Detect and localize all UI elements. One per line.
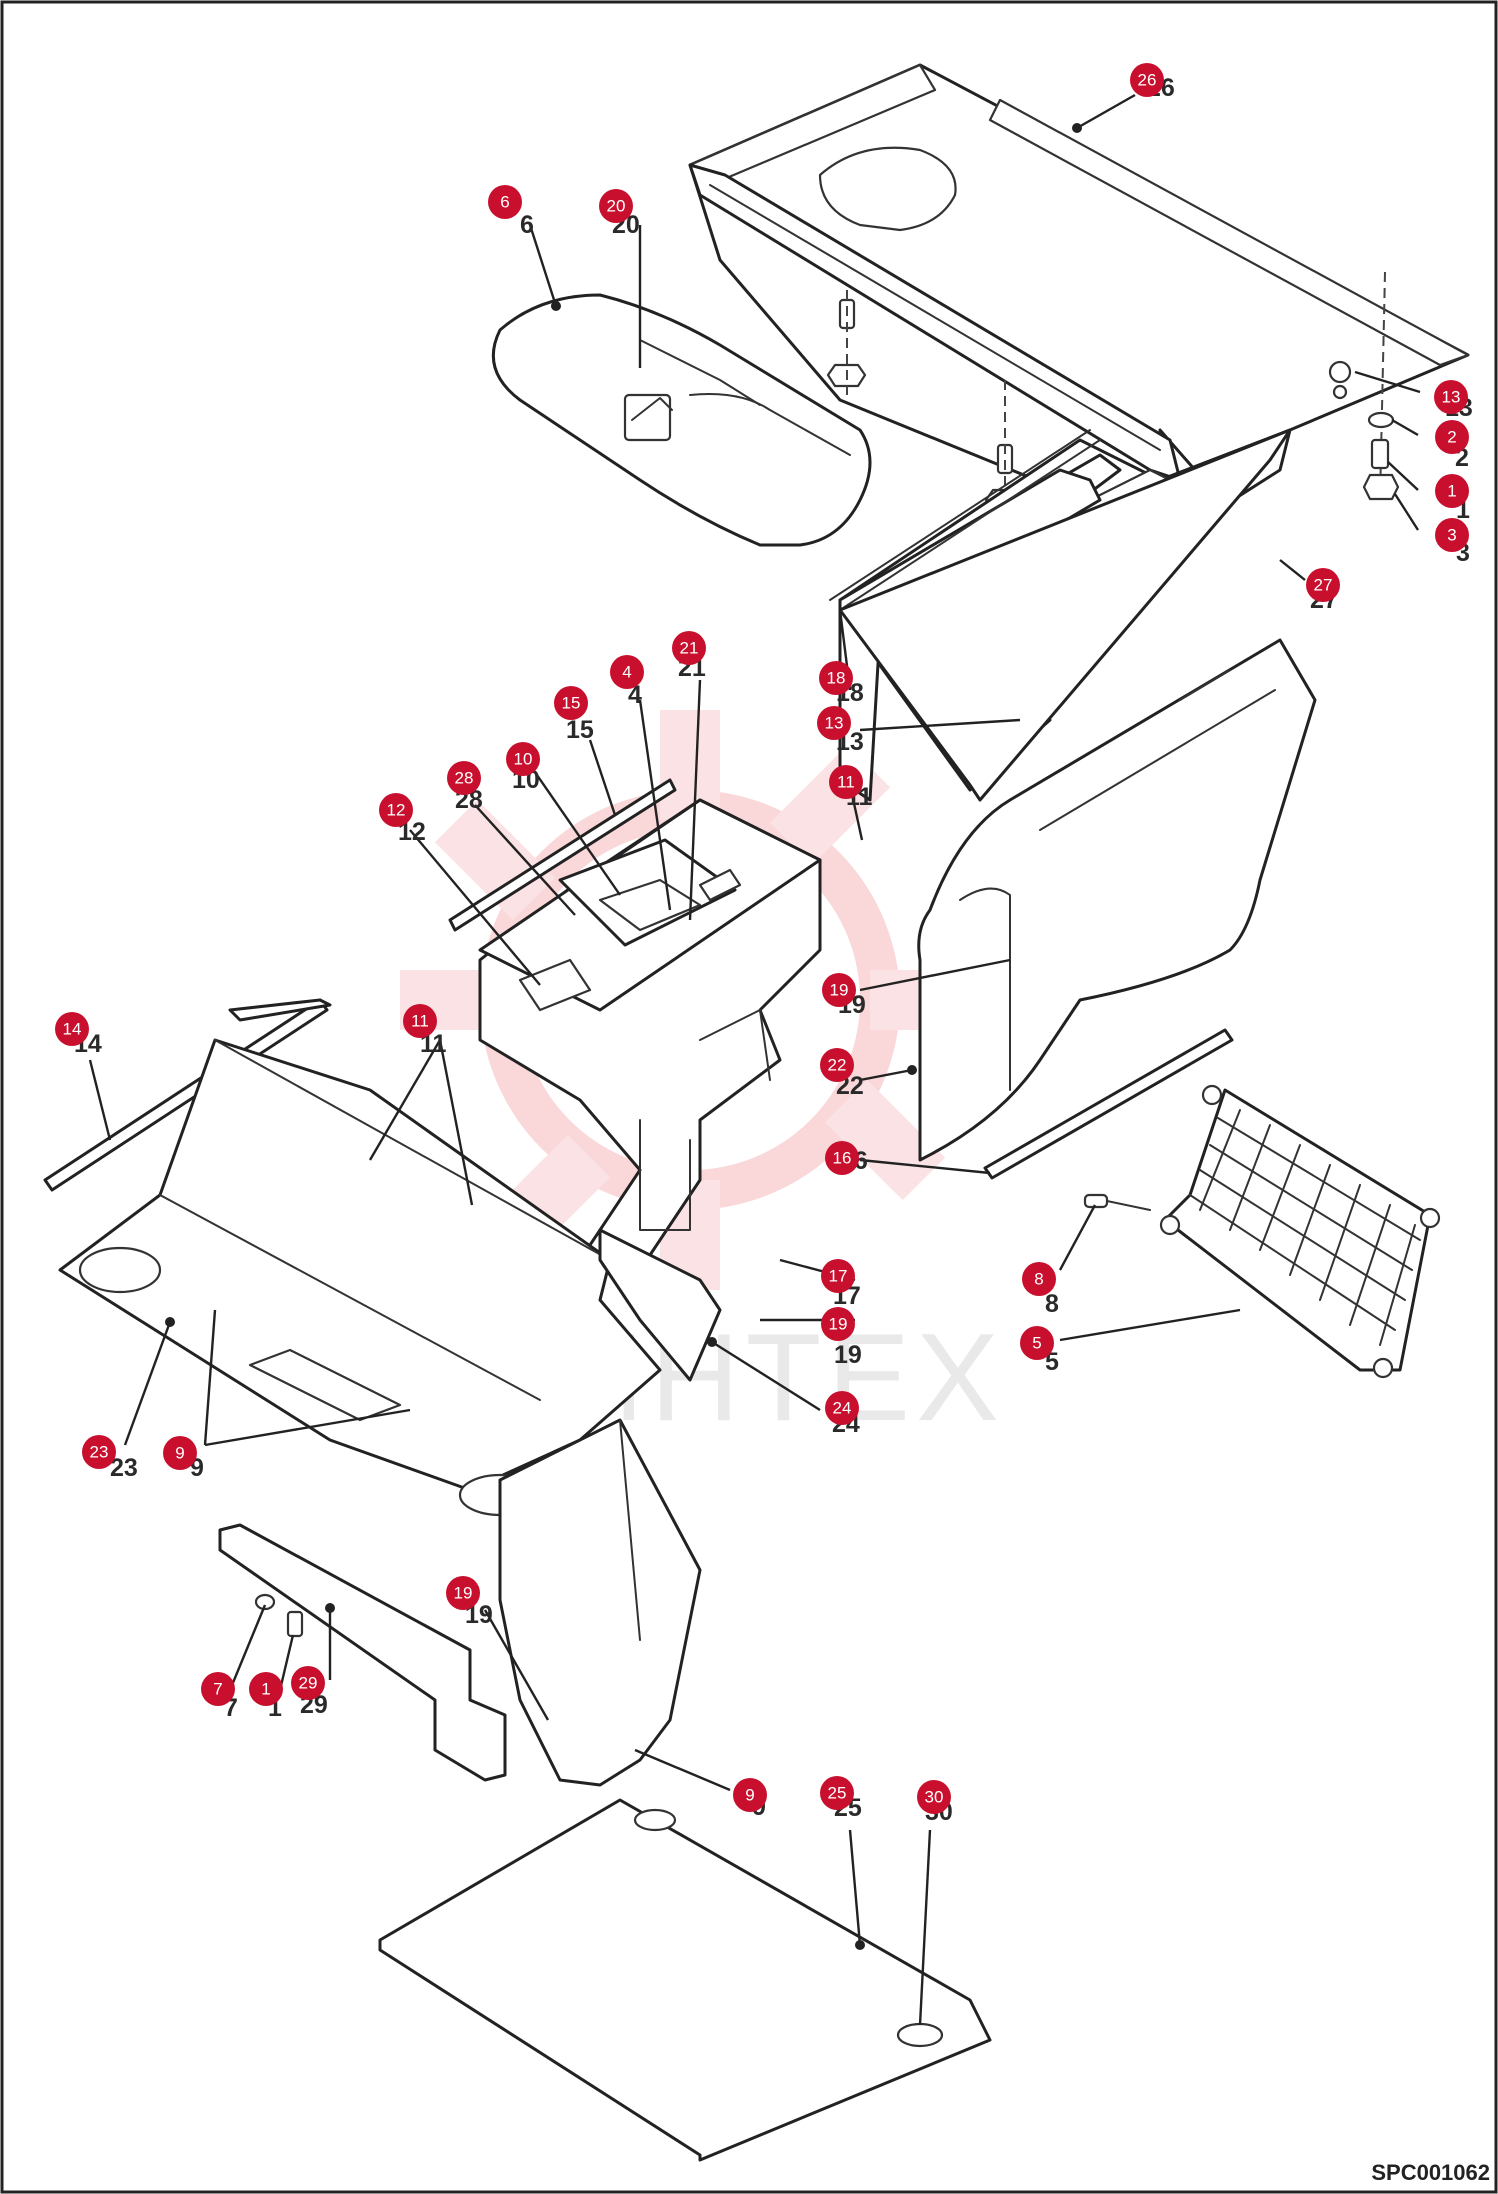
svg-text:19: 19 [829,1315,848,1334]
part-24-lower-column [498,1228,722,1787]
svg-text:19: 19 [834,1341,862,1369]
svg-text:5: 5 [1032,1334,1041,1353]
callout-29: 29 29 [291,1666,328,1719]
callout-2: 2 2 [1435,420,1469,472]
callout-19-mid: 19 19 [821,1307,862,1369]
svg-text:2: 2 [1447,428,1456,447]
callout-20: 20 20 [599,189,640,239]
svg-text:15: 15 [566,716,594,744]
part-22-side-panel [907,638,1317,1162]
callout-11-mid: 11 11 [829,765,873,811]
svg-text:3: 3 [1447,526,1456,545]
svg-text:7: 7 [213,1680,222,1699]
svg-text:23: 23 [90,1443,109,1462]
svg-text:14: 14 [63,1020,82,1039]
svg-text:22: 22 [828,1056,847,1075]
callout-19-upper: 19 19 [822,973,866,1019]
part-27-tray [829,428,1292,802]
svg-text:6: 6 [500,193,509,212]
svg-text:28: 28 [455,769,474,788]
callout-16: 16 16 [825,1141,868,1175]
callout-13-top: 13 13 [1434,380,1473,422]
callout-18: 18 18 [819,661,864,707]
callout-28: 28 28 [447,761,483,814]
svg-text:19: 19 [454,1584,473,1603]
callout-4: 4 4 [610,655,644,709]
svg-text:8: 8 [1045,1290,1059,1318]
svg-text:24: 24 [833,1399,852,1418]
callout-1-lower: 1 1 [249,1672,283,1722]
callout-15: 15 15 [554,686,594,744]
callout-25: 25 25 [820,1776,862,1822]
part-15-strip [448,778,677,932]
callout-27: 27 27 [1306,568,1340,614]
callout-5: 5 5 [1020,1326,1059,1376]
callout-30: 30 30 [917,1780,953,1826]
svg-text:18: 18 [827,669,846,688]
callout-17: 17 17 [821,1259,861,1310]
part-16-strip [983,1028,1234,1180]
part-5-net [1159,1084,1441,1379]
svg-text:4: 4 [622,663,631,682]
callout-7: 7 7 [201,1672,238,1722]
svg-text:29: 29 [299,1674,318,1693]
svg-text:26: 26 [1138,71,1157,90]
svg-text:21: 21 [680,639,699,658]
part-26-top-panel [688,63,1470,502]
callout-3: 3 3 [1435,518,1470,567]
svg-text:13: 13 [1442,388,1461,407]
callout-22: 22 22 [820,1048,864,1100]
svg-text:10: 10 [514,750,533,769]
net-mesh [1189,1109,1421,1346]
svg-text:30: 30 [925,1788,944,1807]
callout-6: 6 6 [488,185,534,239]
svg-text:19: 19 [830,981,849,1000]
part-8-pin [1083,1193,1151,1211]
svg-text:1: 1 [261,1680,270,1699]
callout-13-mid: 13 13 [817,706,864,756]
svg-text:15: 15 [562,694,581,713]
svg-text:13: 13 [825,714,844,733]
callout-19-lower: 19 19 [446,1576,493,1629]
hardware-stack-right [1328,271,1400,501]
svg-text:17: 17 [829,1267,848,1286]
svg-text:16: 16 [833,1149,852,1168]
svg-text:20: 20 [607,197,626,216]
callout-8: 8 8 [1022,1262,1059,1318]
callout-10: 10 10 [506,742,540,794]
svg-text:27: 27 [1314,576,1333,595]
part-29-bracket [218,1523,507,1782]
callout-11-left: 11 11 [403,1004,447,1058]
callout-1-top: 1 1 [1435,474,1470,524]
svg-text:12: 12 [387,801,406,820]
callout-24: 24 24 [825,1391,860,1438]
svg-text:9: 9 [175,1444,184,1463]
svg-text:1: 1 [1447,482,1456,501]
callout-9-lower: 9 9 [733,1778,767,1821]
svg-text:25: 25 [828,1784,847,1803]
part-25-floor-mat [378,1798,992,2162]
callout-9-left: 9 9 [163,1436,204,1482]
svg-text:11: 11 [837,773,855,792]
callout-12: 12 12 [379,793,426,846]
svg-text:11: 11 [411,1012,429,1031]
svg-text:6: 6 [520,211,534,239]
svg-text:8: 8 [1034,1270,1043,1289]
leader-lines [88,93,1421,2026]
callout-14: 14 14 [55,1012,102,1058]
drawing-code-label: SPC001062 [1371,2160,1490,2185]
callout-26: 26 26 [1130,63,1175,102]
callout-21: 21 21 [672,631,706,682]
callout-23: 23 23 [82,1435,138,1482]
part-6-lid [491,293,872,547]
bracket-fasteners [254,1593,304,1638]
svg-text:9: 9 [745,1786,754,1805]
